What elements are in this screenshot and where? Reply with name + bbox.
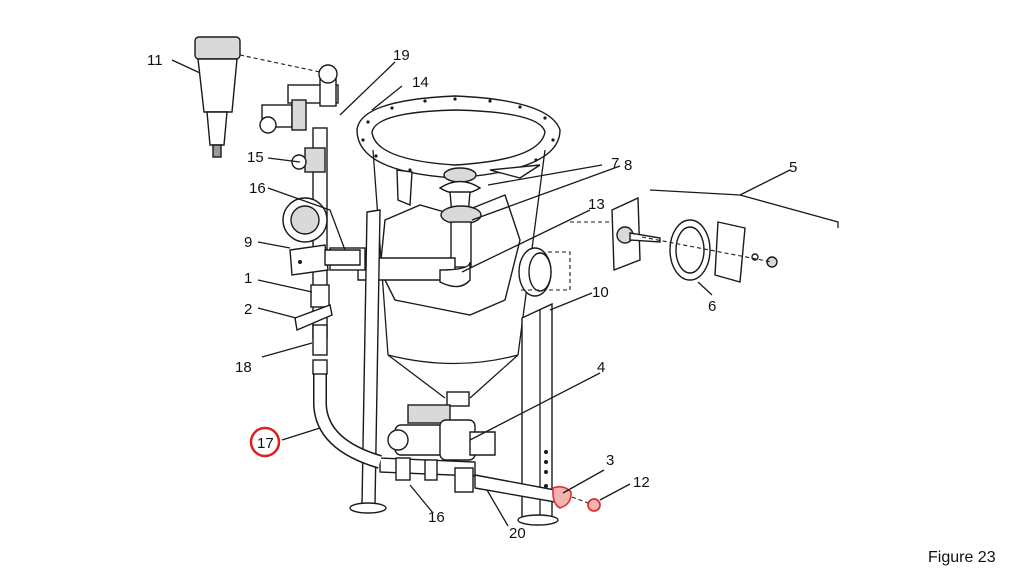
leader-lines bbox=[171, 59, 839, 527]
callout-18: 18 bbox=[235, 359, 252, 376]
callout-2: 2 bbox=[244, 301, 252, 318]
callout-16-lower: 16 bbox=[428, 509, 445, 526]
filter bbox=[194, 36, 241, 158]
callout-9: 9 bbox=[244, 234, 252, 251]
callout-3: 3 bbox=[606, 452, 614, 469]
callout-1: 1 bbox=[244, 270, 252, 287]
callout-6: 6 bbox=[708, 298, 716, 315]
coupling-highlight bbox=[552, 485, 601, 512]
metering-valve bbox=[387, 404, 496, 461]
callout-12: 12 bbox=[633, 474, 650, 491]
outlet-piping bbox=[379, 457, 556, 503]
port-parts bbox=[520, 196, 778, 291]
callout-7: 7 bbox=[611, 155, 619, 172]
callout-17: 17 bbox=[257, 435, 274, 452]
tank-legs bbox=[349, 209, 559, 526]
callout-11: 11 bbox=[147, 52, 163, 69]
callout-8: 8 bbox=[624, 157, 632, 174]
figure-label: Figure 23 bbox=[928, 549, 996, 566]
callout-16-upper: 16 bbox=[249, 180, 266, 197]
callout-5: 5 bbox=[789, 159, 797, 176]
callout-17-highlight-ring bbox=[249, 426, 281, 458]
callout-19: 19 bbox=[393, 47, 410, 64]
callout-15: 15 bbox=[247, 149, 264, 166]
hose bbox=[312, 359, 383, 469]
callout-14: 14 bbox=[412, 74, 429, 91]
callouts: 11 19 14 15 16 9 1 2 18 17 7 8 5 13 10 6… bbox=[147, 47, 797, 542]
tank bbox=[356, 95, 561, 407]
supply-line bbox=[282, 127, 366, 356]
callout-4: 4 bbox=[597, 359, 605, 376]
callout-13: 13 bbox=[588, 196, 605, 213]
tee-fitting bbox=[239, 54, 339, 134]
callout-10: 10 bbox=[592, 284, 609, 301]
callout-20: 20 bbox=[509, 525, 526, 542]
